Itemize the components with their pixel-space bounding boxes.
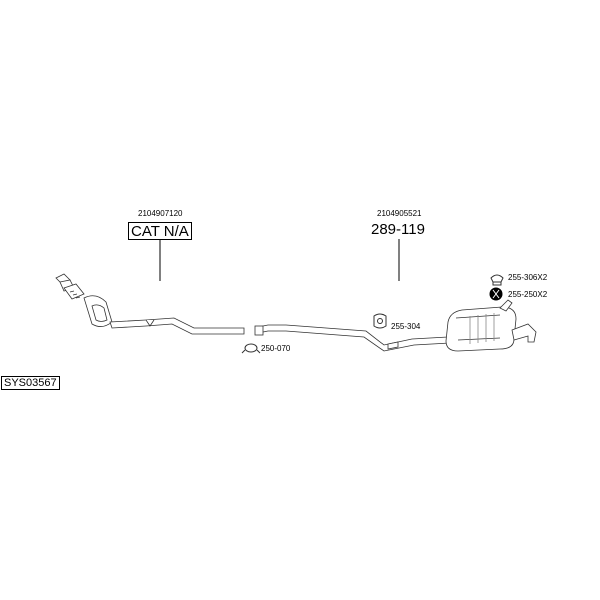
silencer-part-code[interactable]: 289-119: [371, 221, 425, 238]
bolt-icon[interactable]: [489, 287, 503, 301]
bolt-part-code[interactable]: 255-250X2: [508, 290, 548, 299]
hanger-rubber-part-code[interactable]: 255-306X2: [508, 273, 548, 282]
catalyst-part-code[interactable]: CAT N/A: [128, 222, 192, 240]
clamp-icon[interactable]: [241, 343, 261, 354]
system-id-label: SYS03567: [1, 376, 60, 390]
front-pipe-catalyst[interactable]: [55, 273, 245, 335]
hanger-rubber-icon[interactable]: [490, 274, 504, 286]
catalyst-oe-number: 2104907120: [138, 209, 183, 218]
rubber-mount-icon[interactable]: [373, 313, 387, 329]
rubber-mount-part-code[interactable]: 255-304: [391, 322, 421, 331]
silencer-oe-number: 2104905521: [377, 209, 422, 218]
rear-silencer[interactable]: [445, 299, 537, 352]
clamp-part-code[interactable]: 250-070: [261, 344, 291, 353]
